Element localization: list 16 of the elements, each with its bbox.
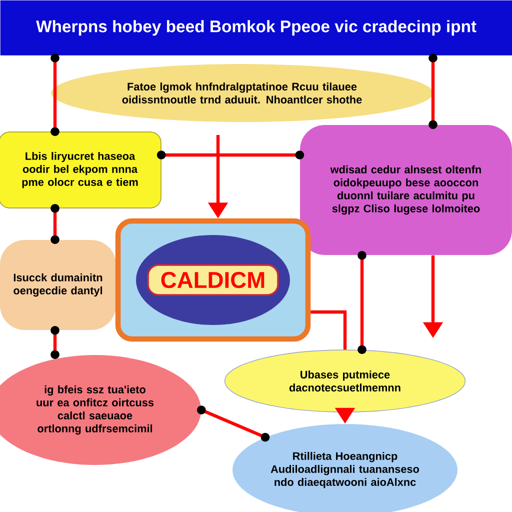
connector xyxy=(197,406,270,442)
ellipse-bubble: Ubases putmiece dacnotecsuetlmemnn xyxy=(224,350,466,412)
casino-machine: CALDICM xyxy=(115,218,311,342)
rounded-box: wdisad cedur alnsest oltenfn oidokpeuupo bese aooccon duonnl tuilare aculmitu pu slgpz Cliso lugese lolmoiteo xyxy=(300,125,512,255)
title-banner: Wherpns hobey beed Bomkok Ppeoe vic cradecinp ipnt xyxy=(0,0,512,56)
connector xyxy=(310,310,347,350)
connector xyxy=(50,54,60,136)
connector xyxy=(358,250,366,354)
rounded-box: Lbis liryucret haseoa oodir bel ekpom nnna pme olocr cusa e tiem xyxy=(0,132,162,208)
connector xyxy=(50,326,60,360)
connector xyxy=(428,54,438,130)
ellipse-bubble: Rtillieta Hoeangnicp Audiloadlignnali tuananseso ndo diaeqatwooni aioAlxnc xyxy=(232,424,458,512)
connector xyxy=(50,204,60,244)
connector xyxy=(156,150,304,160)
ellipse-bubble: ig bfeis ssz tua'ieto uur ea onfitcz oirtcuss calctl saeuaoe ortlonng udfrsemcimil xyxy=(0,355,202,465)
ellipse-bubble: Fatoe lgmok hnfndralgptatinoe Rcuu tilauee oidissntnoutle trnd aduuit. Nhoantlcer shothe xyxy=(51,64,433,122)
